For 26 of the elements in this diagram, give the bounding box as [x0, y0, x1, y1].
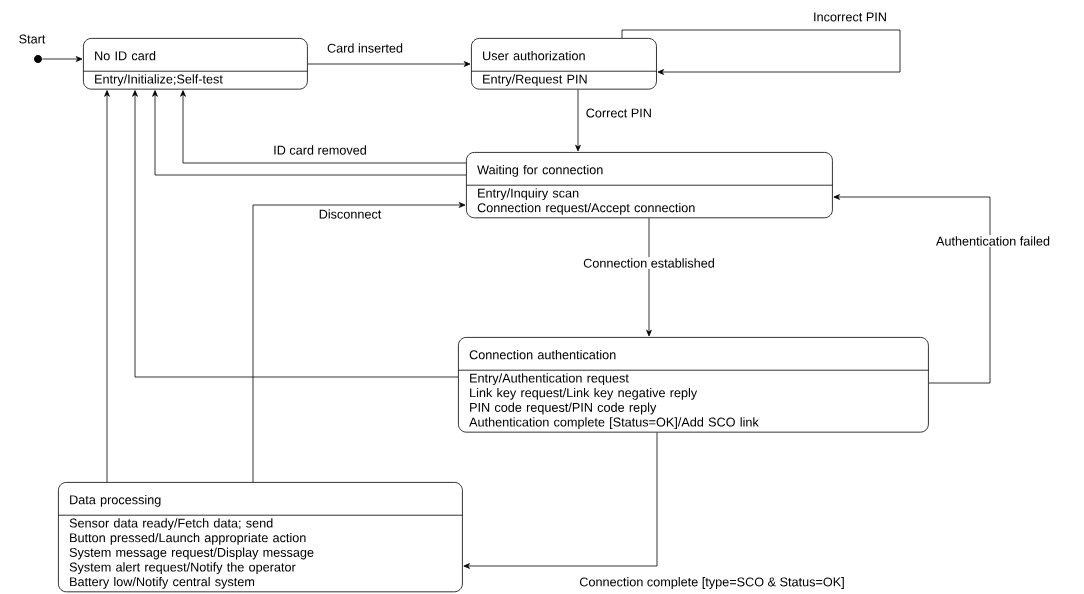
arrow [42, 56, 83, 62]
edge-label: Authentication failed [934, 235, 1052, 247]
arrow [252, 202, 466, 483]
edge-label: Connection established [581, 257, 717, 269]
arrow [307, 61, 471, 67]
edge-label: Incorrect PIN [811, 11, 889, 23]
edge-label: ID card removed [271, 144, 369, 156]
arrow [132, 90, 459, 378]
state-box: User authorization Entry/Request PIN [471, 38, 657, 90]
state-box: Data processing Sensor data ready/Fetch data; send Button pressed/Launch appropriate action System message request/Display message System alert request/Notify the operator Battery low/Notify central system [58, 482, 463, 593]
edge-label: Card inserted [325, 42, 405, 54]
arrow [575, 89, 581, 152]
arrow [621, 29, 901, 75]
arrow [152, 90, 467, 176]
edge-label: Disconnect [317, 208, 383, 220]
arrow [646, 217, 652, 337]
start-label: Start [19, 34, 46, 44]
arrow [833, 194, 991, 384]
arrow [104, 90, 110, 483]
edge-label: Correct PIN [584, 107, 654, 119]
edge-label: Connection complete [type=SCO & Status=OK] [577, 575, 847, 591]
state-box: Connection authentication Entry/Authentication request Link key request/Link key negative reply PIN code request/PIN code reply Authentication complete [Status=OK]/Add SCO link [458, 337, 929, 433]
state-box: Waiting for connection Entry/Inquiry scan Connection request/Accept connection [466, 152, 833, 219]
arrow [463, 432, 658, 569]
arrow [180, 90, 467, 164]
state-box: No ID card Entry/Initialize;Self-test [83, 38, 308, 90]
